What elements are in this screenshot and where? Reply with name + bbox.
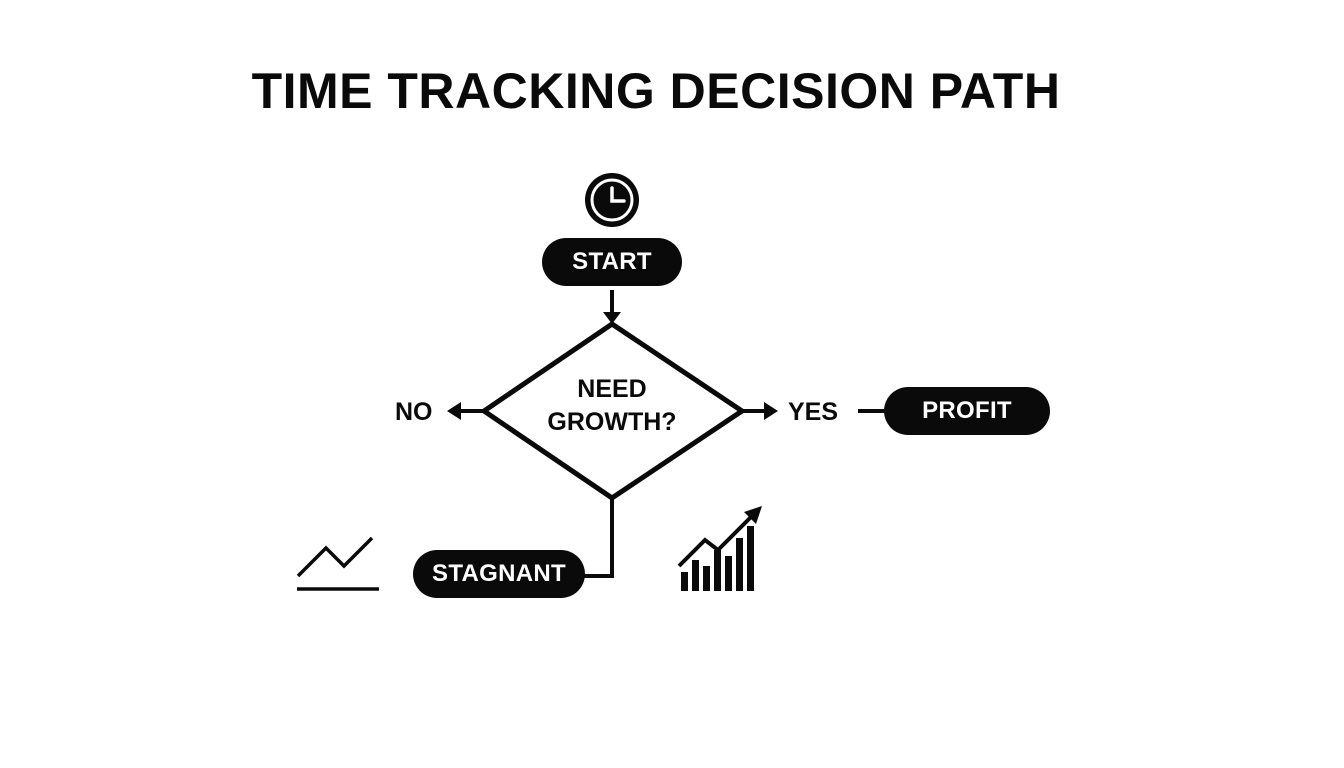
decision-label: NEED GROWTH?	[512, 373, 712, 439]
profit-label: PROFIT	[922, 397, 1012, 424]
arrow-yes	[742, 402, 778, 420]
clock-icon	[585, 173, 639, 227]
decision-label-line1: NEED	[577, 375, 647, 403]
yes-branch-label: YES	[788, 398, 839, 426]
line-trend-icon	[296, 536, 379, 591]
profit-node: PROFIT	[884, 387, 1050, 435]
stagnant-node: STAGNANT	[413, 550, 585, 598]
start-node: START	[542, 238, 682, 286]
stagnant-label: STAGNANT	[432, 560, 566, 587]
page-title: TIME TRACKING DECISION PATH	[251, 63, 1061, 119]
bar-growth-icon	[677, 506, 762, 591]
connector-decision-to-stagnant	[584, 498, 614, 578]
arrow-start-to-decision	[603, 290, 621, 324]
start-label: START	[572, 248, 652, 275]
no-branch-label: NO	[395, 398, 433, 426]
decision-label-line2: GROWTH?	[547, 408, 677, 436]
arrow-no	[447, 402, 484, 420]
